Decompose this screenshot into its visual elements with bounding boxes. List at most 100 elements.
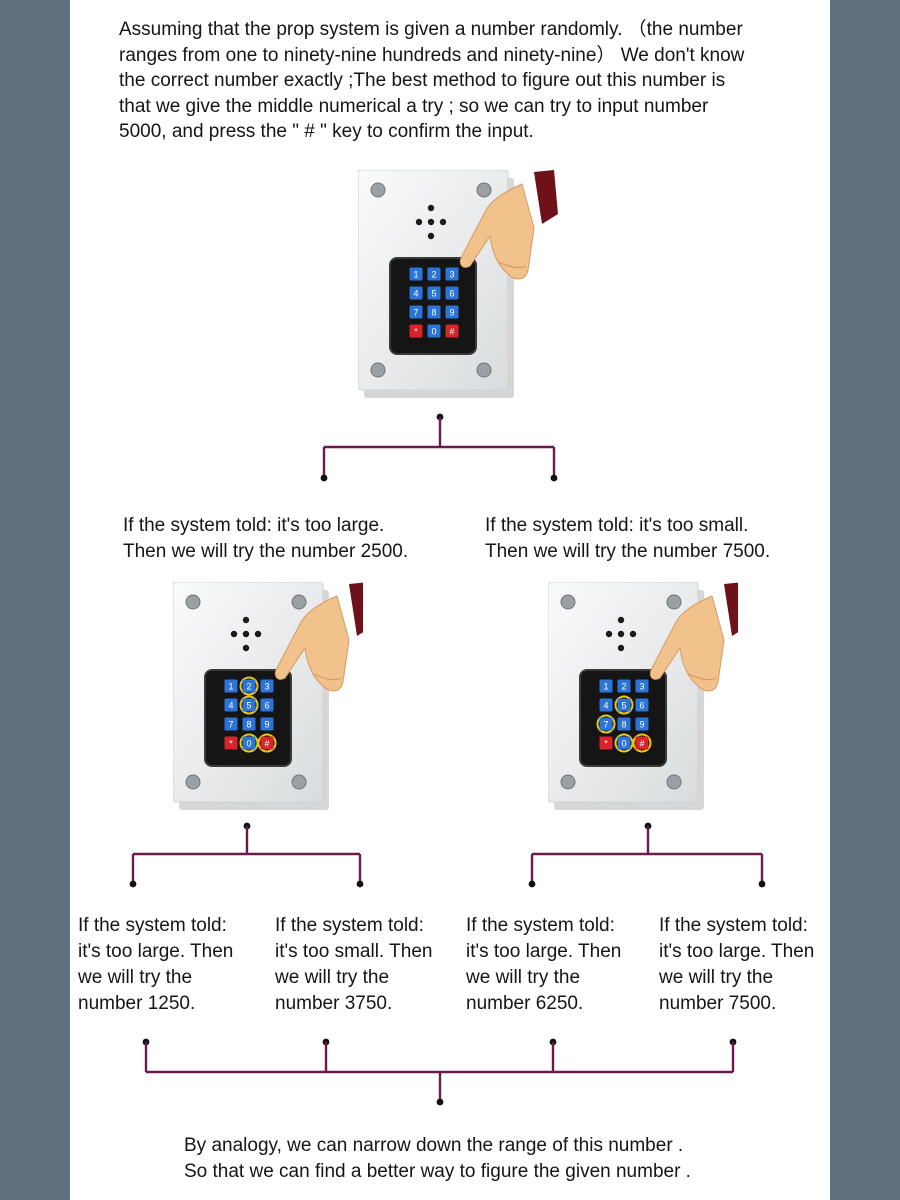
connector-dot bbox=[320, 474, 328, 482]
speaker-dot bbox=[254, 630, 262, 638]
keypad-key-1: 1 bbox=[224, 679, 238, 693]
svg-text:#: # bbox=[264, 739, 269, 749]
keypad-key-star: * bbox=[409, 324, 423, 338]
keypad-key-4: 4 bbox=[409, 286, 423, 300]
speaker-dot bbox=[629, 630, 637, 638]
svg-text:*: * bbox=[229, 739, 233, 749]
speaker-dot bbox=[439, 218, 447, 226]
conclusion-paragraph: By analogy, we can narrow down the range… bbox=[184, 1135, 691, 1182]
keypad-key-9: 9 bbox=[635, 717, 649, 731]
svg-text:#: # bbox=[449, 327, 454, 337]
screw-icon bbox=[560, 594, 576, 610]
connector-dot bbox=[550, 474, 558, 482]
svg-text:0: 0 bbox=[621, 739, 626, 749]
svg-text:4: 4 bbox=[228, 701, 233, 711]
keypad-key-3: 3 bbox=[260, 679, 274, 693]
branch-too-small-text: If the system told: it's too small. Then… bbox=[485, 515, 771, 562]
pointing-hand-icon bbox=[274, 582, 363, 692]
intro-paragraph: Assuming that the prop system is given a… bbox=[119, 19, 745, 142]
keypad-key-6: 6 bbox=[445, 286, 459, 300]
speaker-dot bbox=[427, 204, 435, 212]
keypad-key-5: 5 bbox=[427, 286, 441, 300]
keypad-key-2: 2 bbox=[427, 267, 441, 281]
svg-text:6: 6 bbox=[449, 289, 454, 299]
svg-text:1: 1 bbox=[228, 682, 233, 692]
keypad-key-5: 5 bbox=[239, 695, 259, 715]
screw-icon bbox=[291, 774, 307, 790]
speaker-dot bbox=[617, 616, 625, 624]
svg-text:6: 6 bbox=[264, 701, 269, 711]
branch-6250-text: If the system told: it's too large. Then… bbox=[466, 915, 622, 1014]
speaker-dot bbox=[427, 218, 435, 226]
svg-text:3: 3 bbox=[449, 270, 454, 280]
tree-connectors bbox=[129, 413, 766, 1106]
svg-text:5: 5 bbox=[621, 701, 626, 711]
svg-text:3: 3 bbox=[264, 682, 269, 692]
keypad-key-6: 6 bbox=[635, 698, 649, 712]
keypad-key-hash: # bbox=[445, 324, 459, 338]
connector-dot bbox=[356, 880, 364, 888]
svg-text:7: 7 bbox=[603, 720, 608, 730]
speaker-dot bbox=[230, 630, 238, 638]
branch-3750-text: If the system told: it's too small. Then… bbox=[275, 915, 433, 1014]
screw-icon bbox=[476, 362, 492, 378]
connector-dot bbox=[129, 880, 137, 888]
speaker-dot bbox=[605, 630, 613, 638]
keypad-key-8: 8 bbox=[427, 305, 441, 319]
keypad-key-3: 3 bbox=[445, 267, 459, 281]
svg-text:2: 2 bbox=[246, 682, 251, 692]
keypad-key-2: 2 bbox=[617, 679, 631, 693]
speaker-dot bbox=[427, 232, 435, 240]
keypad-key-8: 8 bbox=[242, 717, 256, 731]
svg-text:7: 7 bbox=[413, 308, 418, 318]
keypad-key-star: * bbox=[599, 736, 613, 750]
keypad-key-9: 9 bbox=[260, 717, 274, 731]
screw-icon bbox=[560, 774, 576, 790]
svg-text:1: 1 bbox=[603, 682, 608, 692]
svg-text:9: 9 bbox=[449, 308, 454, 318]
svg-text:6: 6 bbox=[639, 701, 644, 711]
keypad-key-7: 7 bbox=[224, 717, 238, 731]
branch-too-large-text: If the system told: it's too large. Then… bbox=[123, 515, 409, 562]
svg-text:8: 8 bbox=[246, 720, 251, 730]
keypad-key-2: 2 bbox=[239, 676, 259, 696]
connector-dot bbox=[758, 880, 766, 888]
screw-icon bbox=[476, 182, 492, 198]
keypad-key-4: 4 bbox=[599, 698, 613, 712]
page: Assuming that the prop system is given a… bbox=[70, 0, 830, 1200]
branch-7500-text: If the system told: it's too large. Then… bbox=[659, 915, 815, 1014]
screw-icon bbox=[370, 182, 386, 198]
connector-dot bbox=[528, 880, 536, 888]
keypad-key-7: 7 bbox=[409, 305, 423, 319]
svg-text:3: 3 bbox=[639, 682, 644, 692]
speaker-dot bbox=[617, 644, 625, 652]
speaker-dot bbox=[617, 630, 625, 638]
svg-text:4: 4 bbox=[603, 701, 608, 711]
keypad-key-0: 0 bbox=[427, 324, 441, 338]
keypad-key-1: 1 bbox=[599, 679, 613, 693]
speaker-dot bbox=[242, 616, 250, 624]
keypad-key-hash: # bbox=[257, 733, 277, 753]
svg-text:#: # bbox=[639, 739, 644, 749]
keypad-key-9: 9 bbox=[445, 305, 459, 319]
pointing-hand-icon bbox=[459, 170, 558, 280]
keypad-key-5: 5 bbox=[614, 695, 634, 715]
keypad-key-7: 7 bbox=[596, 714, 616, 734]
speaker-dot bbox=[242, 644, 250, 652]
svg-text:9: 9 bbox=[639, 720, 644, 730]
keypad-key-star: * bbox=[224, 736, 238, 750]
speaker-dot bbox=[242, 630, 250, 638]
svg-text:2: 2 bbox=[431, 270, 436, 280]
keypad-key-hash: # bbox=[632, 733, 652, 753]
screw-icon bbox=[185, 594, 201, 610]
speaker-dot bbox=[415, 218, 423, 226]
svg-text:4: 4 bbox=[413, 289, 418, 299]
svg-text:8: 8 bbox=[431, 308, 436, 318]
svg-text:0: 0 bbox=[246, 739, 251, 749]
keypad-key-8: 8 bbox=[617, 717, 631, 731]
screw-icon bbox=[291, 594, 307, 610]
svg-text:2: 2 bbox=[621, 682, 626, 692]
